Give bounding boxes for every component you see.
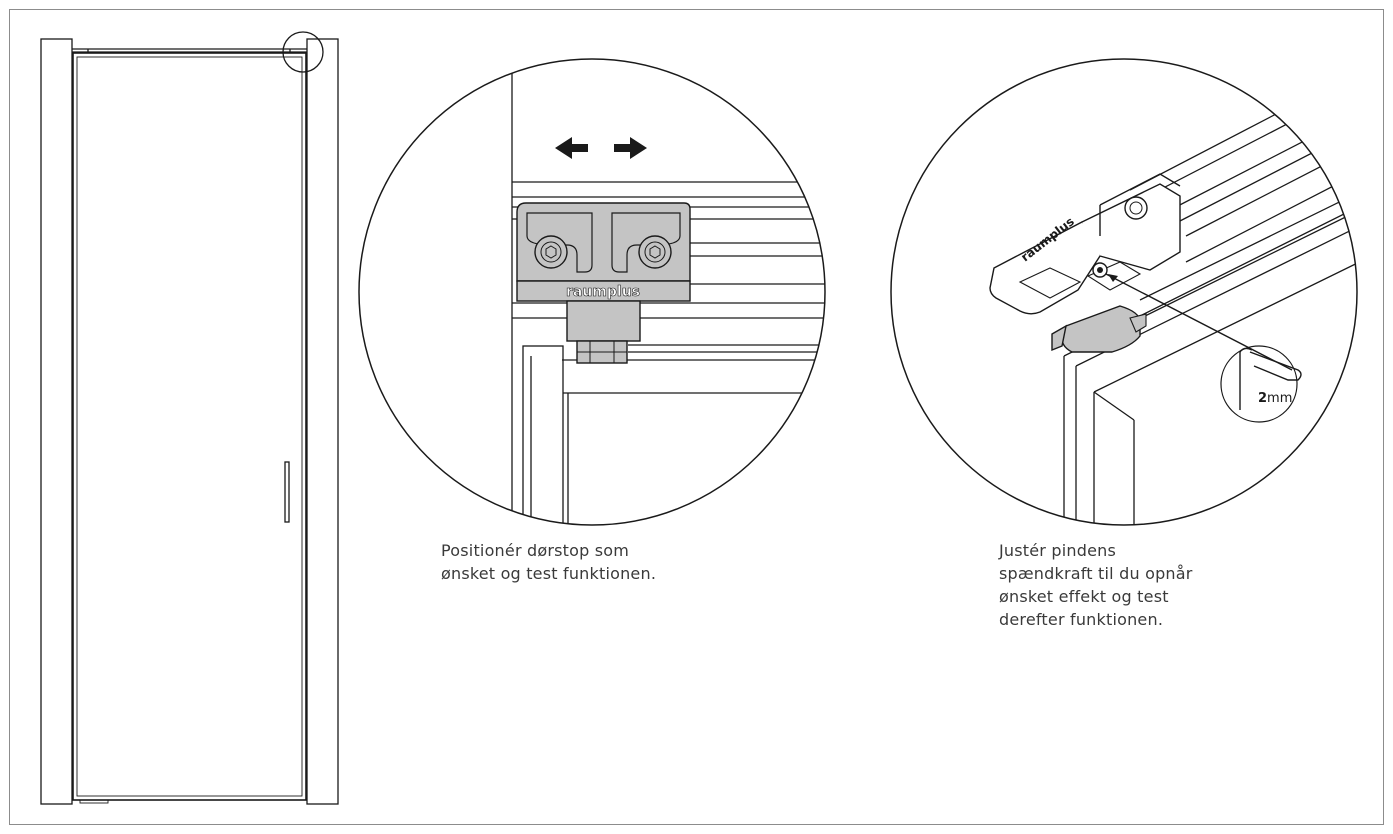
caption-right-line-3: ønsket effekt og test [999,587,1169,606]
detail-left-drawing: raumplus [358,58,826,526]
caption-left-line-2: ønsket og test funktionen. [441,564,657,583]
door-panel [72,52,307,801]
page-frame [9,9,1384,825]
hex-key-detail-circle [1220,345,1298,423]
door-overview [40,31,339,805]
brand-label-left: raumplus [566,284,640,300]
caption-right-line-1: Justér pindens [999,541,1116,560]
door-handle [284,461,290,523]
caption-left: Positionér dørstop som ønsket og test fu… [441,539,656,585]
detail-circle-right [890,58,1358,526]
tool-size-label: 2mm [1258,391,1292,406]
detail-circle-left [358,58,826,526]
caption-right-line-4: derefter funktionen. [999,610,1164,629]
caption-right: Justér pindens spændkraft til du opnår ø… [999,539,1193,631]
detail-marker [282,31,324,73]
frame-left-post [40,38,73,805]
caption-left-line-1: Positionér dørstop som [441,541,630,560]
frame-right-post [306,38,339,805]
door-stop-part [516,202,691,364]
detail-right-drawing: raumplus 2mm [890,58,1358,526]
slide-direction-arrows [555,137,647,159]
caption-right-line-2: spændkraft til du opnår [999,564,1193,583]
door-stop-bracket [989,173,1181,353]
hex-key-tool [1105,273,1302,410]
